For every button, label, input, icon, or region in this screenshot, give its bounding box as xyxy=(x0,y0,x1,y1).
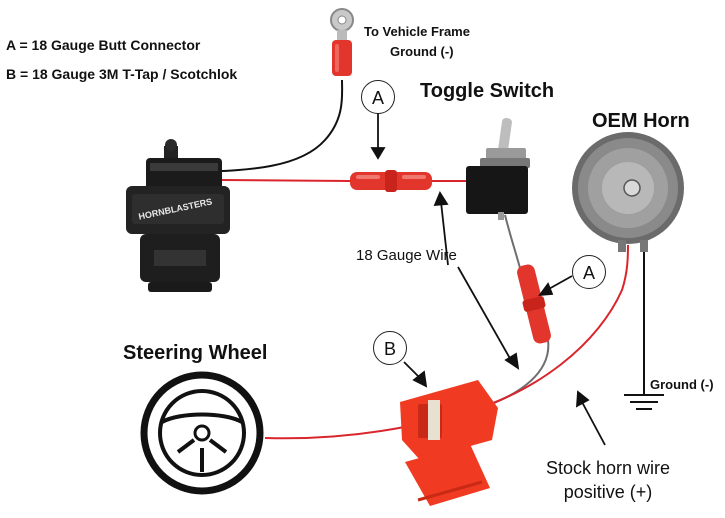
frame-ground-label-line2: Ground (-) xyxy=(390,44,454,59)
oem-horn xyxy=(572,132,684,252)
scotchlok-t-tap xyxy=(400,380,498,506)
horn-ground-label: Ground (-) xyxy=(650,377,714,392)
toggle-switch-label: Toggle Switch xyxy=(420,80,555,102)
stock-horn-wire-line1: Stock horn wire xyxy=(545,458,671,478)
black-ground-wire xyxy=(199,79,344,173)
stock-horn-wire-label: Stock horn wire positive (+) xyxy=(528,456,688,504)
red-wire-relay-to-switch xyxy=(221,179,351,182)
ring-terminal xyxy=(330,8,354,76)
callout-arrows xyxy=(370,112,606,446)
ground-symbol xyxy=(624,394,664,410)
callout-a-butt-connector-1: A xyxy=(361,80,395,114)
steering-wheel-label: Steering Wheel xyxy=(123,342,268,364)
wire-gauge-label: 18 Gauge Wire xyxy=(356,247,457,264)
stock-horn-wire-line2: positive (+) xyxy=(563,482,653,502)
butt-connector-a2 xyxy=(517,264,551,344)
callout-a-butt-connector-2: A xyxy=(572,255,606,289)
steering-wheel xyxy=(140,371,264,495)
horn-relay: HORNBLASTERS xyxy=(126,139,230,292)
oem-horn-label: OEM Horn xyxy=(592,110,690,132)
legend-b: B = 18 Gauge 3M T-Tap / Scotchlok xyxy=(6,66,238,82)
callout-b-scotchlok: B xyxy=(373,331,407,365)
toggle-switch xyxy=(466,117,530,220)
legend-a: A = 18 Gauge Butt Connector xyxy=(6,37,201,53)
butt-connector-a1 xyxy=(350,170,432,192)
gray-wire-switch xyxy=(504,214,521,269)
red-stock-horn-wire xyxy=(264,244,629,440)
frame-ground-label-line1: To Vehicle Frame xyxy=(364,24,470,39)
